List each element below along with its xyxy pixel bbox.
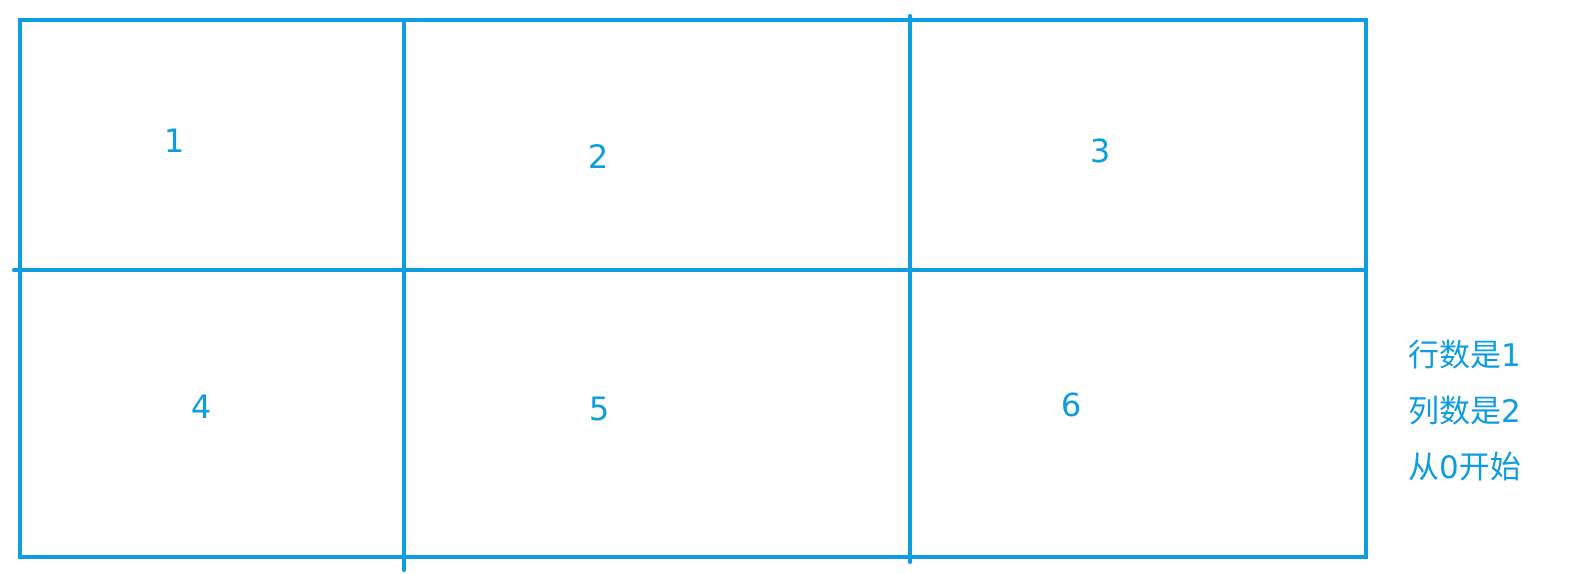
grid-outer-border	[18, 18, 1368, 559]
cell-label-4: 4	[190, 388, 212, 426]
note-column-index: 列数是2	[1408, 394, 1521, 430]
index-note: 行数是1 列数是2 从0开始	[1408, 328, 1521, 496]
cell-label-3: 3	[1089, 132, 1111, 170]
cell-label-5: 5	[588, 390, 610, 428]
cell-label-1: 1	[163, 122, 185, 160]
note-zero-based: 从0开始	[1408, 450, 1521, 486]
cell-label-6: 6	[1060, 386, 1082, 424]
cell-label-2: 2	[587, 138, 609, 176]
note-row-index: 行数是1	[1408, 338, 1521, 374]
